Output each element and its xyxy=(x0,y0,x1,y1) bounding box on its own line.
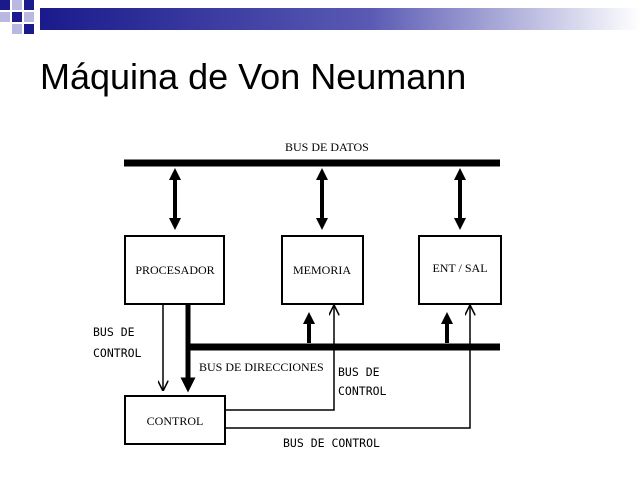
left-control-bus-label-1: BUS DE xyxy=(93,325,135,339)
slide-title: Máquina de Von Neumann xyxy=(40,56,467,97)
mid-control-bus-label-2: CONTROL xyxy=(338,384,387,398)
title-banner xyxy=(0,0,640,34)
banner-squares xyxy=(0,0,34,34)
io-control-line xyxy=(225,306,470,429)
bottom-control-bus-label: BUS DE CONTROL xyxy=(283,436,380,450)
io-label: ENT / SAL xyxy=(432,261,487,275)
mid-control-bus-label-1: BUS DE xyxy=(338,365,380,379)
memory-label: MEMORIA xyxy=(293,263,351,277)
data-bus-label: BUS DE DATOS xyxy=(285,140,369,154)
memory-box xyxy=(281,235,364,305)
control-label: CONTROL xyxy=(147,414,204,428)
control-box xyxy=(124,395,226,445)
io-box xyxy=(418,235,502,305)
processor-box xyxy=(124,235,225,305)
processor-label: PROCESADOR xyxy=(135,263,214,277)
memory-control-line xyxy=(225,306,334,411)
left-control-bus-label-2: CONTROL xyxy=(93,346,142,360)
address-bus-label: BUS DE DIRECCIONES xyxy=(199,360,324,374)
